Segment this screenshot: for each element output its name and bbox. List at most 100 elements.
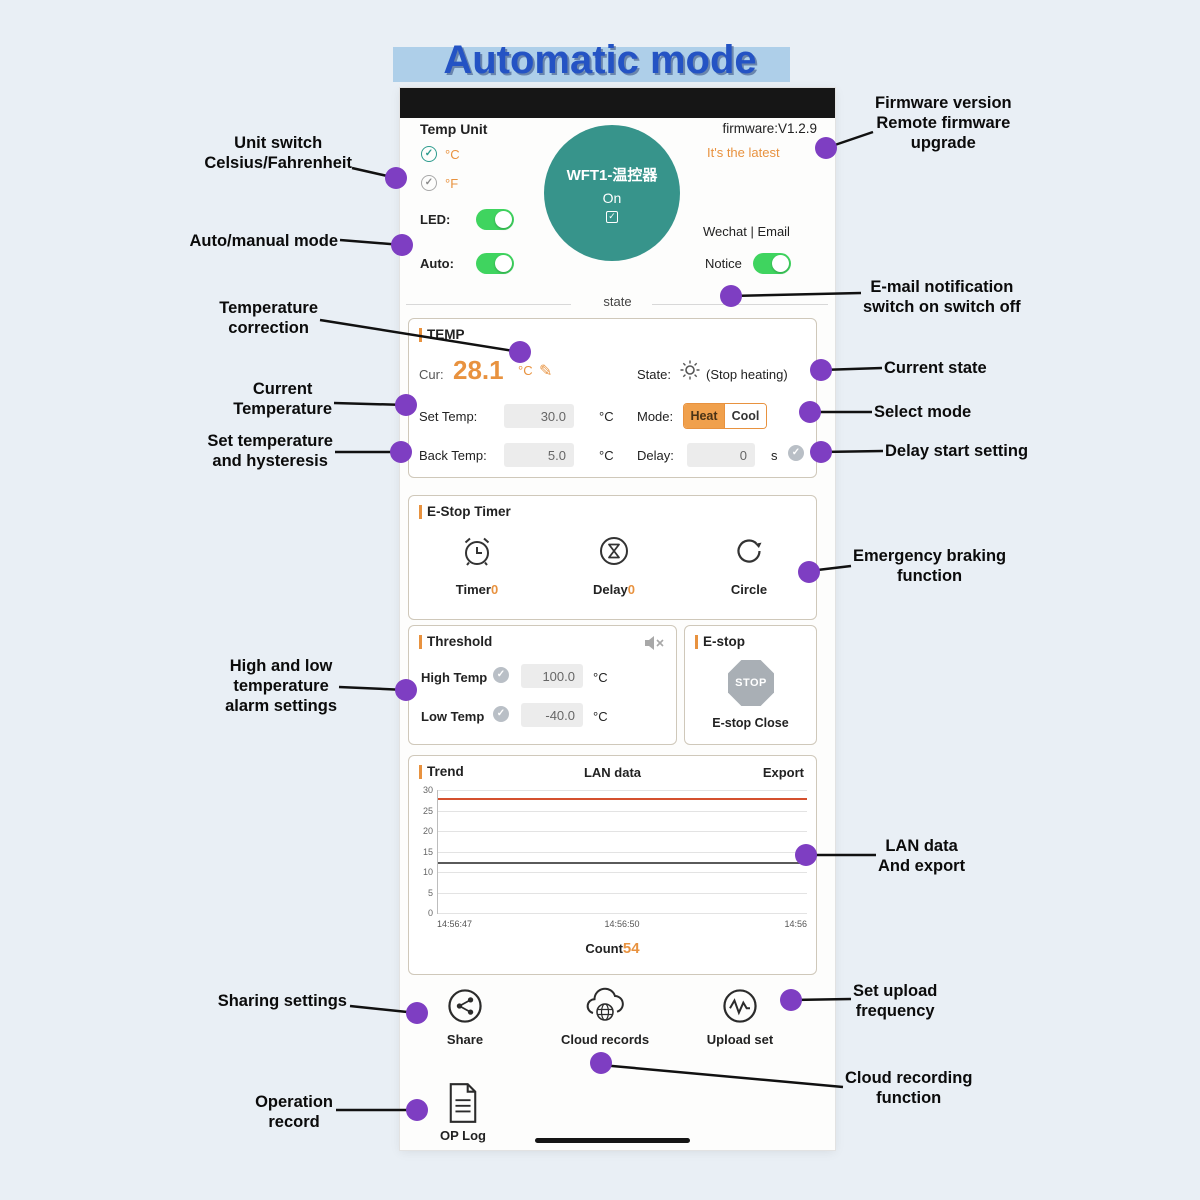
gridline	[438, 810, 807, 812]
delay-unit: s	[771, 448, 778, 463]
trend-title: Trend	[427, 764, 464, 779]
auto-label: Auto:	[420, 256, 454, 271]
delay-control[interactable]: Delay0	[569, 532, 659, 597]
cur-label: Cur:	[419, 367, 444, 382]
gridline	[438, 831, 807, 832]
annotation-line	[338, 685, 407, 692]
device-power-state: On	[602, 189, 622, 206]
device-name: WFT1-温控器	[566, 166, 658, 184]
estop-timer-title: E-Stop Timer	[427, 504, 511, 519]
delay-confirm-check-icon[interactable]: ✓	[788, 445, 804, 461]
set-temp-label: Set Temp:	[419, 409, 478, 424]
set-temp-input[interactable]: 30.0	[504, 404, 574, 428]
temp-unit-label: Temp Unit	[420, 121, 488, 137]
back-temp-input[interactable]: 5.0	[504, 443, 574, 467]
current-temperature-value: 28.1	[453, 355, 504, 385]
delay-input[interactable]: 0	[687, 443, 755, 467]
annotation-line	[333, 401, 407, 407]
trend-x-axis: 14:56:47 14:56:50 14:56	[437, 919, 807, 931]
back-temp-unit: °C	[599, 448, 614, 463]
state-divider-left	[406, 304, 571, 305]
stop-sign-icon[interactable]: STOP	[728, 660, 774, 706]
led-toggle-knob	[495, 211, 512, 228]
count-value: 54	[622, 940, 640, 957]
edit-pencil-icon[interactable]: ✎	[539, 363, 553, 380]
annotation-temp-correction: Temperature correction	[219, 299, 318, 338]
x-tick: 14:56:47	[437, 919, 473, 929]
annotation-current-temp: Current Temperature	[233, 380, 332, 419]
fahrenheit-check-icon[interactable]: ✓	[421, 175, 437, 191]
led-label: LED:	[420, 212, 451, 227]
share-icon[interactable]	[445, 986, 485, 1031]
annotation-current-state: Current state	[884, 359, 987, 377]
mode-cool-button[interactable]: Cool	[724, 404, 766, 428]
estop-title: E-stop	[703, 634, 745, 649]
annotation-unit-switch: Unit switch Celsius/Fahrenheit	[204, 134, 352, 173]
share-label[interactable]: Share	[446, 1032, 484, 1047]
y-tick-label: 30	[422, 785, 433, 795]
firmware-status[interactable]: It's the latest	[707, 145, 780, 160]
current-temp-line	[438, 861, 807, 864]
high-temp-check-icon[interactable]: ✓	[493, 667, 509, 683]
trend-accent-bar	[419, 764, 422, 779]
high-temp-input[interactable]: 100.0	[521, 664, 583, 688]
x-tick: 14:56	[784, 919, 807, 929]
op-log-label[interactable]: OP Log	[440, 1128, 486, 1143]
cloud-records-label[interactable]: Cloud records	[560, 1032, 650, 1047]
count-row: Count54	[409, 940, 816, 958]
state-section-label: state	[603, 294, 632, 309]
wechat-email-label[interactable]: Wechat | Email	[703, 224, 790, 239]
heating-state-value: (Stop heating)	[706, 367, 788, 382]
low-temp-input[interactable]: -40.0	[521, 703, 583, 727]
upload-set-label[interactable]: Upload set	[706, 1032, 774, 1047]
gridline	[438, 872, 807, 873]
status-bar	[400, 88, 835, 118]
celsius-label[interactable]: °C	[445, 146, 460, 162]
annotation-auto-manual: Auto/manual mode	[189, 232, 338, 250]
x-tick: 14:56:50	[604, 919, 640, 929]
annotation-select-mode: Select mode	[874, 403, 972, 421]
low-temp-label: Low Temp	[421, 709, 485, 724]
notice-toggle-knob	[772, 255, 789, 272]
mode-heat-button[interactable]: Heat	[684, 404, 724, 428]
mode-label: Mode:	[637, 409, 674, 424]
auto-toggle[interactable]	[476, 253, 514, 274]
state-divider-right	[652, 304, 828, 305]
threshold-panel: Threshold High Temp ✓ 100.0 °C Low Temp …	[408, 625, 677, 745]
low-temp-check-icon[interactable]: ✓	[493, 706, 509, 722]
back-temp-label: Back Temp:	[419, 448, 487, 463]
export-button[interactable]: Export	[762, 765, 804, 780]
sun-state-icon	[679, 359, 701, 386]
cloud-records-icon[interactable]	[583, 984, 627, 1029]
annotation-operation-record: Operation record	[255, 1093, 333, 1132]
mode-segmented-control: Heat Cool	[683, 403, 767, 429]
circle-label: Circle	[730, 582, 768, 597]
notice-toggle[interactable]	[753, 253, 791, 274]
circular-arrows-icon	[731, 532, 767, 575]
circle-control[interactable]: Circle	[704, 532, 794, 597]
celsius-check-icon[interactable]: ✓	[421, 146, 437, 162]
led-toggle[interactable]	[476, 209, 514, 230]
y-tick-label: 15	[422, 846, 433, 857]
device-status-circle[interactable]: WFT1-温控器 On ✓	[544, 125, 680, 261]
gridline	[438, 790, 807, 791]
upload-set-icon[interactable]	[720, 986, 760, 1031]
gridline	[438, 851, 807, 853]
timer-control[interactable]: Timer0	[432, 532, 522, 597]
y-tick-label: 25	[422, 805, 433, 816]
home-indicator[interactable]	[535, 1138, 690, 1143]
op-log-icon[interactable]	[447, 1082, 479, 1129]
y-tick-label: 0	[427, 908, 433, 918]
delay-timer-label: Delay	[593, 582, 628, 597]
annotation-sharing: Sharing settings	[217, 992, 347, 1010]
lan-data-label: LAN data	[583, 765, 642, 780]
y-tick-label: 5	[427, 887, 433, 898]
annotation-delay-start: Delay start setting	[885, 442, 1029, 460]
gridline	[438, 892, 807, 894]
estop-close-label[interactable]: E-stop Close	[712, 716, 789, 730]
mute-icon[interactable]	[644, 635, 664, 656]
delay-label: Delay:	[637, 448, 674, 463]
fahrenheit-label[interactable]: °F	[445, 175, 459, 191]
y-tick-label: 20	[422, 826, 433, 836]
